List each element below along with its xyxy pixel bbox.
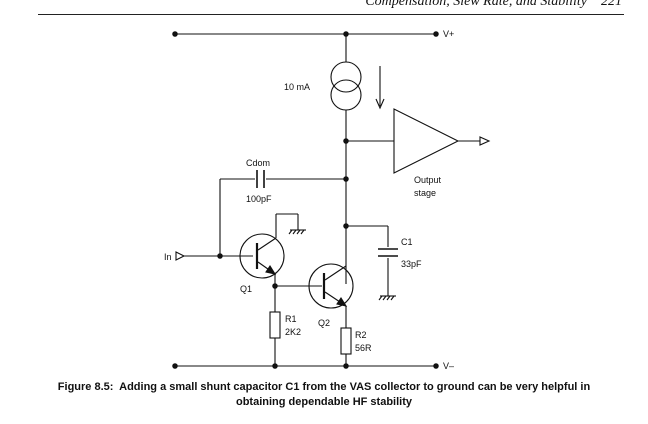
q2-emitter-arrowhead [336, 296, 348, 307]
r1-resistor [269, 311, 281, 339]
current-source-lower-circle [330, 79, 362, 111]
q1-label: Q1 [240, 284, 252, 294]
output-stage-triangle [393, 108, 460, 174]
vminus-label: V– [443, 361, 454, 371]
figure-number: Figure 8.5: [57, 381, 114, 393]
vminus-rail-dot-left [172, 363, 178, 369]
current-source-upper-circle [330, 61, 362, 93]
input-arrow-icon [175, 251, 186, 261]
c1-ground-hatch [378, 295, 395, 301]
cdom-name-label: Cdom [246, 158, 270, 168]
output-arrow-icon [479, 136, 491, 146]
vplus-label: V+ [443, 29, 454, 39]
q1-transistor [239, 233, 285, 279]
vplus-rail-dot-right [433, 31, 439, 37]
q2-collector [324, 265, 347, 281]
r2-resistor [340, 327, 352, 355]
caption-text-1: Adding a small shunt capacitor C1 from t… [119, 381, 591, 393]
q1-ground-hatch [288, 229, 305, 235]
c1-value-label: 33pF [401, 259, 422, 269]
current-source-label: 10 mA [284, 82, 310, 92]
r2-name-label: R2 [355, 330, 367, 340]
page-number: 221 [601, 0, 622, 9]
input-label: In [164, 252, 172, 262]
circuit-diagram: V+ V– 10 mA Output stage Cdom 100pF C1 3… [164, 29, 491, 371]
r2-value-label: 56R [355, 343, 372, 353]
figure-caption: Figure 8.5: Adding a small shunt capacit… [30, 380, 618, 410]
running-head-title: Compensation, Slew Rate, and Stability [365, 0, 587, 9]
output-stage-label-line2: stage [414, 188, 436, 198]
r1-value-label: 2K2 [285, 327, 301, 337]
q1-emitter-arrowhead [265, 264, 277, 275]
c1-name-label: C1 [401, 237, 413, 247]
header-rule [38, 14, 624, 15]
q2-label: Q2 [318, 318, 330, 328]
vminus-rail-dot-right [433, 363, 439, 369]
caption-line-1: Figure 8.5: Adding a small shunt capacit… [30, 380, 618, 395]
current-direction-arrowhead [375, 98, 385, 110]
cdom-value-label: 100pF [246, 194, 272, 204]
q2-transistor [308, 263, 354, 309]
caption-text-2: obtaining dependable HF stability [235, 396, 412, 408]
output-stage-label-line1: Output [414, 175, 442, 185]
r1-name-label: R1 [285, 314, 297, 324]
running-head: Compensation, Slew Rate, and Stability 2… [365, 0, 622, 10]
vplus-rail-dot-left [172, 31, 178, 37]
junction-dot [217, 253, 223, 259]
q1-collector [257, 237, 277, 251]
